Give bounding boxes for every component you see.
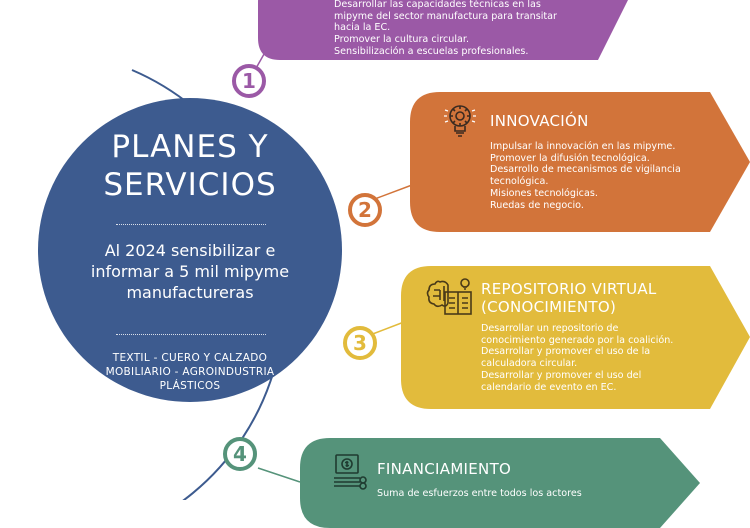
card-3-body: Desarrollar un repositorio de conocimien… (481, 323, 673, 393)
card-4-body: Suma de esfuerzos entre todos los actore… (377, 488, 582, 500)
card-1-body: Desarrollar las capacidades técnicas en … (334, 0, 557, 58)
card-1-shape (258, 0, 628, 60)
card-4-line: Suma de esfuerzos entre todos los actore… (377, 488, 582, 499)
card-3-line: conocimiento generado por la coalición. (481, 334, 674, 346)
card-capacidades: Desarrollar las capacidades técnicas en … (258, 0, 638, 60)
card-3-line: Desarrollar y promover el uso del (481, 369, 642, 381)
card-financiamiento: FINANCIAMIENTO Suma de esfuerzos entre t… (300, 438, 700, 528)
step-3-badge: 3 (343, 326, 377, 360)
sectors-line-3: PLÁSTICOS (159, 380, 221, 392)
card-1-line: Desarrollar las capacidades técnicas en … (334, 0, 541, 10)
goal-line-2: informar a 5 mil mipyme (90, 262, 290, 281)
card-2-body: Impulsar la innovación en las mipyme. Pr… (490, 141, 681, 211)
title-line-1: PLANES Y (111, 129, 269, 165)
title-line-2: SERVICIOS (103, 167, 277, 203)
card-1-line: hacia la EC. (334, 22, 391, 34)
card-3-line: Desarrollar y promover el uso de la (481, 346, 651, 358)
card-2-line: Ruedas de negocio. (490, 199, 584, 211)
card-1-line: mipyme del sector manufactura para trans… (334, 10, 557, 22)
lightbulb-gear-icon (444, 105, 476, 137)
card-2-line: Promover la difusión tecnológica. (490, 152, 650, 164)
main-title: PLANES Y SERVICIOS (38, 128, 342, 204)
step-4-badge: 4 (223, 437, 257, 471)
card-3-title: REPOSITORIO VIRTUAL (CONOCIMIENTO) (481, 280, 657, 316)
card-2-line: tecnológica. (490, 176, 549, 188)
sectors-line-1: TEXTIL - CUERO Y CALZADO (112, 352, 268, 364)
card-2-shape (410, 92, 750, 232)
card-3-line: calculadora circular. (481, 358, 578, 370)
card-3-line: Desarrollar un repositorio de (481, 323, 619, 334)
plans-services-circle: PLANES Y SERVICIOS Al 2024 sensibilizar … (38, 98, 342, 402)
card-3-shape (401, 266, 750, 409)
card-3-title-line-2: (CONOCIMIENTO) (481, 298, 617, 316)
step-2-badge: 2 (348, 193, 382, 227)
card-innovacion: INNOVACIÓN Impulsar la innovación en las… (410, 92, 750, 232)
card-2-line: Impulsar la innovación en las mipyme. (490, 141, 676, 152)
dotted-divider-bottom (116, 334, 266, 335)
brain-book-icon (426, 278, 472, 315)
money-icon (334, 454, 367, 490)
sectors-line-2: MOBILIARIO - AGROINDUSTRIA (105, 366, 275, 378)
card-4-title: FINANCIAMIENTO (377, 460, 512, 478)
goal-text: Al 2024 sensibilizar e informar a 5 mil … (56, 240, 324, 303)
card-repositorio: REPOSITORIO VIRTUAL (CONOCIMIENTO) Desar… (401, 266, 750, 409)
dotted-divider-top (116, 224, 266, 225)
card-2-line: Misiones tecnológicas. (490, 187, 598, 199)
card-2-title: INNOVACIÓN (490, 112, 589, 130)
card-3-line: calendario de evento en EC. (481, 381, 617, 393)
card-1-line: Sensibilización a escuelas profesionales… (334, 45, 529, 57)
card-1-line: Promover la cultura circular. (334, 34, 470, 46)
card-2-line: Desarrollo de mecanismos de vigilancia (490, 164, 681, 176)
sectors-text: TEXTIL - CUERO Y CALZADO MOBILIARIO - AG… (68, 351, 312, 393)
step-1-badge: 1 (232, 64, 266, 98)
card-3-title-line-1: REPOSITORIO VIRTUAL (481, 280, 657, 298)
goal-line-1: Al 2024 sensibilizar e (104, 241, 276, 260)
goal-line-3: manufactureras (126, 283, 254, 302)
